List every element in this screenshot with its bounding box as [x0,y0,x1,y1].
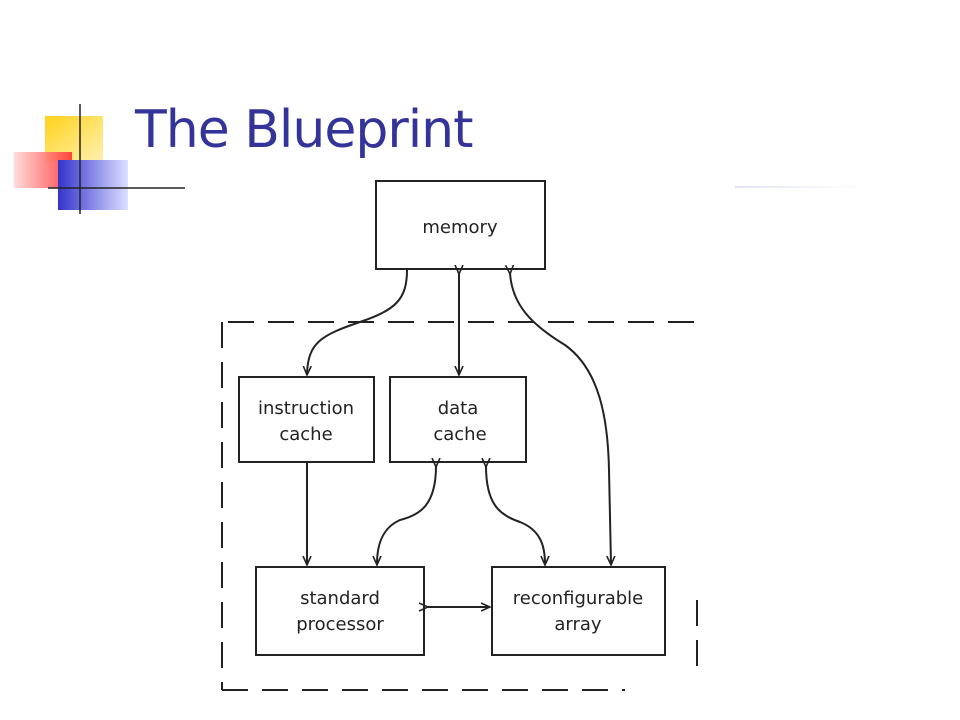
decorative-squares-icon [14,104,185,214]
title-rule [735,186,865,188]
reconfigurable-array-box [491,566,666,656]
standard-processor-label-line1: standard [300,588,380,609]
instruction-cache-label-line1: instruction [258,398,354,419]
instruction-cache-box [238,376,375,463]
reconfigurable-array-label-line2: array [554,614,602,635]
reconfigurable-array-label-line1: reconfigurable [513,588,644,609]
memory-label: memory [422,217,498,238]
arrow-memory-reconfigurable-array [510,273,611,564]
slide-title: The Blueprint [135,100,473,160]
arrow-memory-to-instruction-cache [307,269,408,374]
arrow-data-cache-processor [377,466,436,564]
data-cache-label-line1: data [438,398,479,419]
data-cache-label-line2: cache [433,424,486,445]
data-cache-box [389,376,527,463]
instruction-cache-label-line2: cache [279,424,332,445]
memory-box [375,180,546,270]
standard-processor-box [255,566,425,656]
chip-boundary [221,321,700,691]
arrow-data-cache-reconfigurable-array [486,466,545,564]
standard-processor-label-line2: processor [296,614,384,635]
